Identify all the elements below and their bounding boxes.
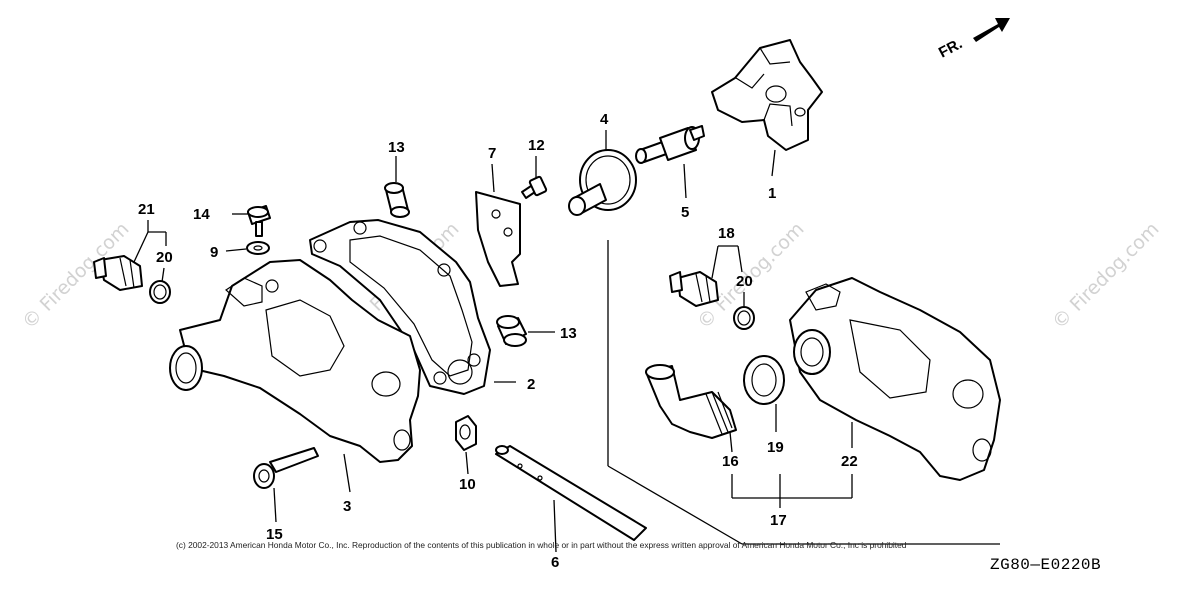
part-22-pump-housing [789,277,1001,481]
callout-7: 7 [488,145,496,162]
part-2-gasket [309,219,491,395]
part-9-washer [246,241,270,255]
drawing-code: ZG80—E0220B [990,556,1102,574]
callout-10: 10 [459,476,476,493]
part-6-shaft [495,445,647,541]
copyright-notice: (c) 2002-2013 American Honda Motor Co., … [176,540,907,550]
leader-lines [133,130,1000,553]
part-13-collar-upper [384,182,410,218]
callout-20: 20 [736,273,753,290]
callout-13: 13 [560,325,577,342]
part-4-thermostat [568,149,637,216]
callout-6: 6 [551,554,559,571]
callout-21: 21 [138,201,155,218]
callout-12: 12 [528,137,545,154]
part-20-washer-left [149,280,171,304]
part-5-valve-stem [635,125,705,164]
part-13-collar-lower [496,315,527,347]
callout-22: 22 [841,453,858,470]
callout-14: 14 [193,206,210,223]
part-7-bracket [475,191,521,287]
callout-20: 20 [156,249,173,266]
part-20-washer-right [733,306,755,330]
callout-9: 9 [210,244,218,261]
part-21-temperature-sensor [93,255,143,291]
callout-1: 1 [768,185,776,202]
watermark: © Firedog.com [1048,218,1163,333]
callout-13: 13 [388,139,405,156]
callout-17: 17 [770,512,787,529]
callout-19: 19 [767,439,784,456]
part-15-flange-bolt [253,447,319,489]
part-18-temperature-sensor [669,271,719,307]
part-10-nut [455,415,477,451]
callout-2: 2 [527,376,535,393]
callout-3: 3 [343,498,351,515]
front-direction-arrow-icon: FR. [936,18,1010,62]
part-3-pump-housing [169,259,421,463]
callout-15: 15 [266,526,283,543]
callout-5: 5 [681,204,689,221]
callout-16: 16 [722,453,739,470]
part-19-ring-nut [743,355,785,405]
part-12-screw [521,175,548,199]
part-14-bolt [247,205,271,237]
callout-18: 18 [718,225,735,242]
part-1-block [711,39,823,151]
part-16-elbow-fitting [645,364,737,439]
front-direction-label: FR. [936,35,965,61]
callout-4: 4 [600,111,609,128]
